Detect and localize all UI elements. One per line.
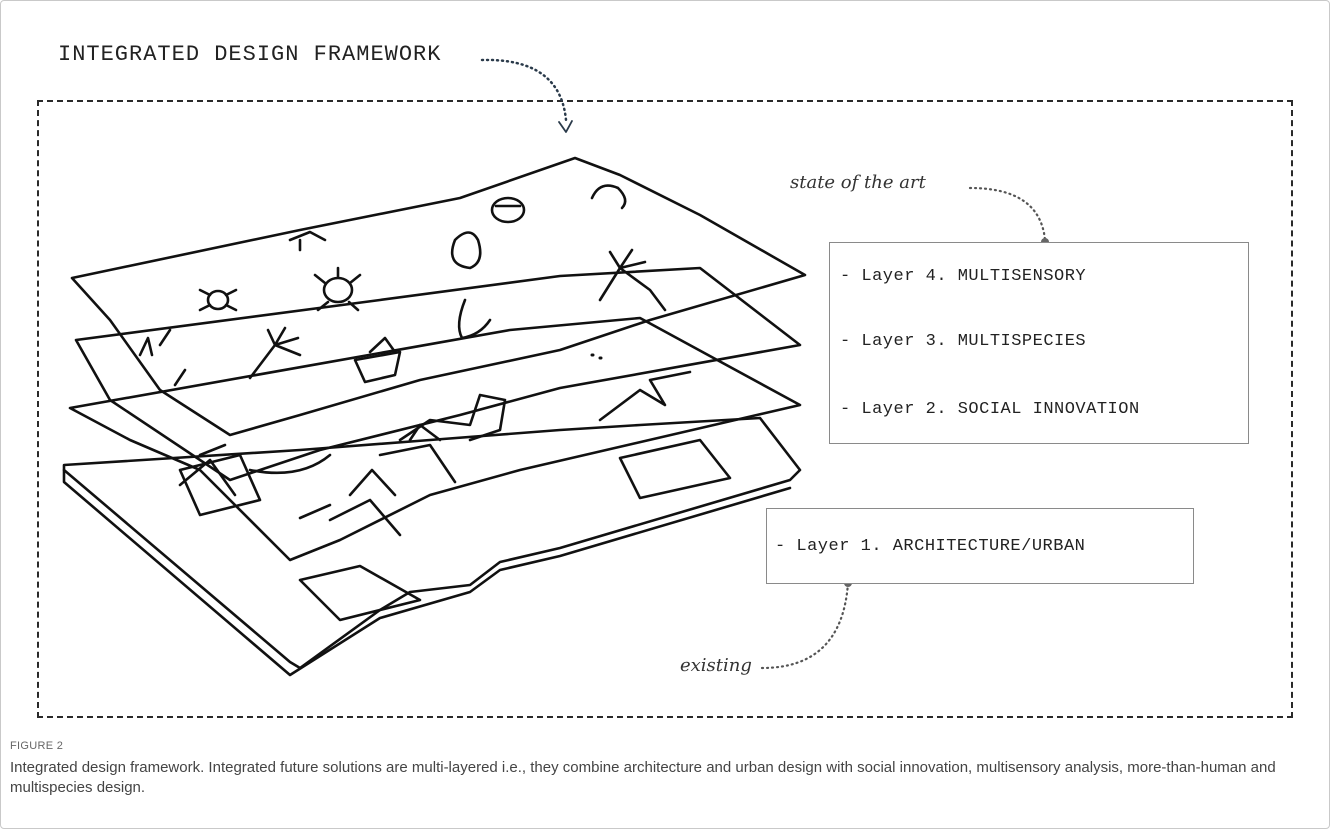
sketch-layer-4 bbox=[72, 158, 805, 435]
sketch-layer-3 bbox=[76, 268, 800, 480]
sketch-people-1 bbox=[300, 470, 400, 535]
sketch-grass bbox=[140, 330, 185, 385]
sketch-people-2 bbox=[380, 425, 455, 482]
figure-label: FIGURE 2 bbox=[10, 740, 63, 752]
sketch-dots bbox=[592, 355, 601, 358]
layer-1-label: - Layer 1. ARCHITECTURE/URBAN bbox=[775, 537, 1085, 556]
existing-note: existing bbox=[680, 655, 752, 676]
sketch-paw bbox=[290, 232, 325, 250]
layer-4-label: - Layer 4. MULTISENSORY bbox=[840, 267, 1086, 286]
state-connector bbox=[970, 188, 1045, 240]
sketch-layer-1-edge bbox=[64, 470, 790, 675]
sketch-cloud bbox=[592, 186, 625, 208]
sketch-hand-2 bbox=[600, 250, 665, 310]
title-arrowhead bbox=[559, 121, 572, 132]
title-arrow bbox=[482, 60, 566, 120]
layer-3-label: - Layer 3. MULTISPECIES bbox=[840, 332, 1086, 351]
sketch-foot bbox=[452, 233, 480, 269]
existing-connector bbox=[762, 583, 848, 668]
layer-2-label: - Layer 2. SOCIAL INNOVATION bbox=[840, 400, 1140, 419]
base-layer-box: - Layer 1. ARCHITECTURE/URBAN bbox=[766, 508, 1194, 584]
figure-caption: Integrated design framework. Integrated … bbox=[10, 758, 1310, 798]
sketch-building-3 bbox=[180, 455, 260, 515]
sketch-spider bbox=[200, 290, 236, 310]
sketch-building-2 bbox=[620, 440, 730, 498]
upper-layers-box: - Layer 4. MULTISENSORY - Layer 3. MULTI… bbox=[829, 242, 1249, 444]
sketch-layer-1 bbox=[64, 418, 800, 668]
sketch-mask bbox=[492, 198, 524, 222]
sketch-ear bbox=[459, 300, 490, 338]
sketch-boat bbox=[355, 338, 400, 382]
state-of-the-art-note: state of the art bbox=[790, 172, 926, 193]
